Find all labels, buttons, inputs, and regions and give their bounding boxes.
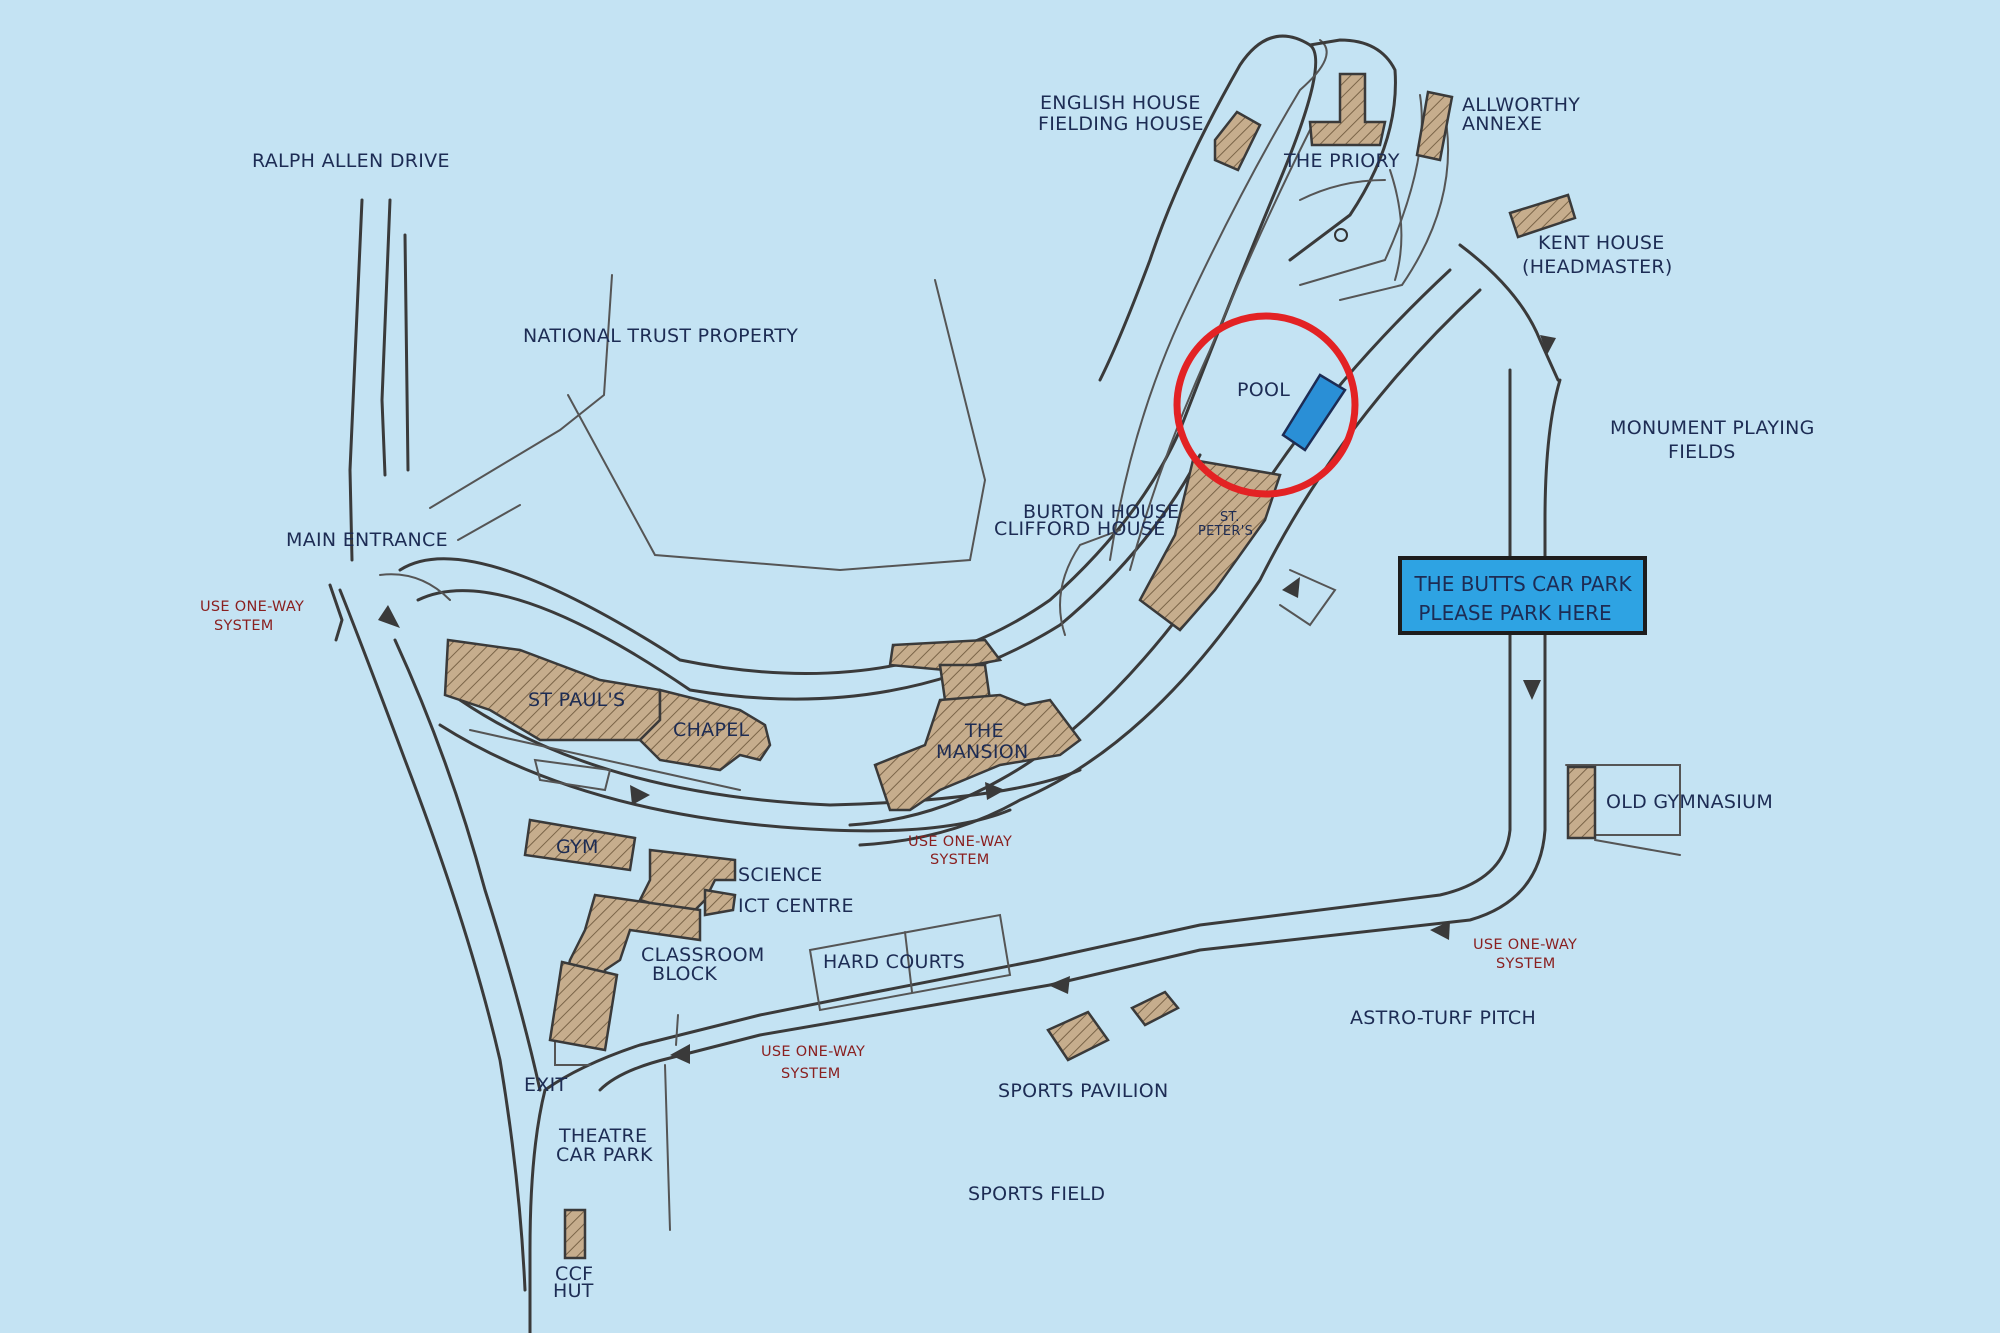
st-peters-building: [1138, 458, 1282, 632]
pool-building: [1281, 373, 1347, 452]
label-headmaster: (HEADMASTER): [1522, 256, 1673, 278]
label-st-peters-1: ST.: [1220, 510, 1240, 525]
label-kent-house: KENT HOUSE: [1538, 232, 1665, 254]
label-gym: GYM: [556, 836, 599, 858]
label-pool: POOL: [1237, 379, 1290, 401]
ccf-hut-building: [563, 1208, 587, 1260]
label-allworthy: ALLWORTHY: [1462, 94, 1580, 116]
one-way-notice-1-line1: USE ONE-WAY: [200, 599, 304, 615]
label-ccf-1: CCF: [555, 1263, 593, 1285]
arrow-mansion-road: [985, 782, 1005, 800]
allworthy-annexe-building: [1415, 90, 1454, 162]
mansion-building: [873, 693, 1082, 812]
chapel-building: [638, 688, 772, 772]
label-english-house: ENGLISH HOUSE: [1040, 92, 1201, 114]
map-labels: RALPH ALLEN DRIVE NATIONAL TRUST PROPERT…: [200, 92, 1815, 1302]
label-st-pauls: ST PAUL'S: [528, 689, 625, 711]
arrow-loop-south: [1430, 921, 1450, 940]
label-ict-centre: ICT CENTRE: [738, 895, 854, 917]
label-the-priory: THE PRIORY: [1283, 150, 1400, 172]
arrow-entrance: [378, 605, 400, 628]
one-way-notice-4-line1: USE ONE-WAY: [761, 1044, 865, 1060]
label-theatre-1: THEATRE: [558, 1125, 647, 1147]
astro-hut-building: [1130, 990, 1180, 1027]
label-hard-courts: HARD COURTS: [823, 951, 965, 973]
label-st-peters-2: PETER'S: [1198, 524, 1253, 539]
old-gymnasium-building: [1566, 765, 1597, 840]
one-way-notice-3-line1: USE ONE-WAY: [1473, 937, 1577, 953]
label-classroom-2: BLOCK: [652, 963, 717, 985]
label-theatre-2: CAR PARK: [556, 1144, 653, 1166]
label-monument-2: FIELDS: [1668, 441, 1736, 463]
one-way-notice-2-line2: SYSTEM: [930, 852, 990, 868]
mansion-steps-mid: [938, 663, 992, 702]
priory-feature-circle: [1334, 228, 1348, 242]
buildings: [443, 72, 1597, 1260]
one-way-arrows: [378, 335, 1556, 1064]
label-fielding-house: FIELDING HOUSE: [1038, 113, 1204, 135]
butts-car-park-sign: THE BUTTS CAR PARK PLEASE PARK HERE: [1398, 556, 1647, 635]
sports-pavilion-building: [1046, 1010, 1110, 1062]
car-park-line1: THE BUTTS CAR PARK: [1413, 572, 1632, 596]
arrow-stpeters-road: [1282, 577, 1300, 598]
label-old-gymnasium: OLD GYMNASIUM: [1606, 791, 1773, 813]
road-network: [328, 34, 1681, 1333]
label-national-trust: NATIONAL TRUST PROPERTY: [523, 325, 798, 347]
label-exit: EXIT: [524, 1074, 568, 1096]
label-the-mansion-2: MANSION: [936, 741, 1029, 763]
one-way-notice-2-line1: USE ONE-WAY: [908, 834, 1012, 850]
label-classroom-1: CLASSROOM: [641, 944, 765, 966]
english-house-building: [1213, 110, 1262, 172]
car-park-line2: PLEASE PARK HERE: [1418, 601, 1611, 625]
label-the-mansion-1: THE: [964, 720, 1004, 742]
label-sports-field: SPORTS FIELD: [968, 1183, 1105, 1205]
label-monument-1: MONUMENT PLAYING: [1610, 417, 1815, 439]
pool-highlight-circle: [1173, 312, 1359, 498]
arrow-chapel-road: [630, 785, 650, 805]
label-ralph-allen-drive: RALPH ALLEN DRIVE: [252, 150, 450, 172]
arrow-exit-road: [670, 1044, 690, 1064]
gym-building: [523, 818, 637, 872]
arrow-kent-road: [1540, 335, 1556, 355]
ict-centre-building: [703, 888, 737, 917]
one-way-notice-3-line2: SYSTEM: [1496, 956, 1556, 972]
label-clifford-house: CLIFFORD HOUSE: [994, 518, 1166, 540]
label-science: SCIENCE: [738, 864, 823, 886]
label-annexe: ANNEXE: [1462, 113, 1542, 135]
label-burton-house: BURTON HOUSE: [1023, 501, 1179, 523]
label-sports-pavilion: SPORTS PAVILION: [998, 1080, 1168, 1102]
one-way-notice-1-line2: SYSTEM: [214, 618, 274, 634]
label-ccf-2: HUT: [553, 1280, 594, 1302]
classroom-block-lower: [548, 960, 619, 1052]
arrow-astro: [1048, 976, 1070, 994]
priory-building: [1308, 72, 1387, 147]
kent-house-building: [1508, 193, 1577, 239]
label-chapel: CHAPEL: [673, 719, 750, 741]
label-main-entrance: MAIN ENTRANCE: [286, 529, 448, 551]
label-astro-turf: ASTRO-TURF PITCH: [1350, 1007, 1536, 1029]
arrow-butts-road: [1523, 680, 1541, 700]
one-way-notice-4-line2: SYSTEM: [781, 1066, 841, 1082]
